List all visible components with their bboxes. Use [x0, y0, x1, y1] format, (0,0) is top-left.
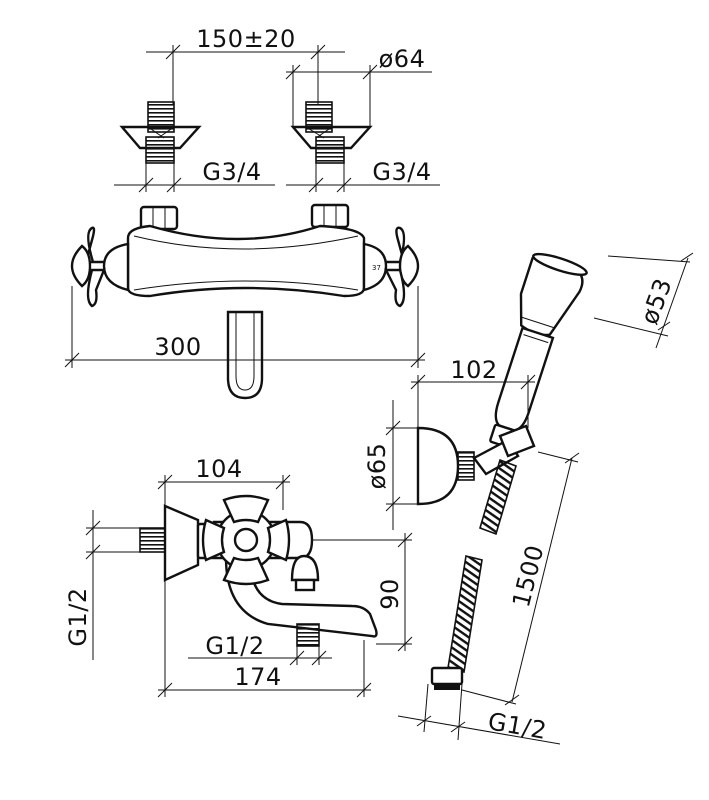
shower-hose-lower [430, 555, 483, 690]
dimension-diameter-64: ø64 [285, 45, 432, 127]
eccentric-connector-right [290, 101, 373, 164]
dimension-inlet-thread: G1/2 [64, 510, 140, 660]
dimension-diameter-65: ø65 [363, 400, 418, 530]
dimension-inlet-thread-label: G1/2 [64, 587, 92, 646]
dimension-diameter-64-label: ø64 [379, 45, 426, 73]
dimension-length-174: 174 [157, 580, 372, 698]
sticker-label: 37 [372, 264, 381, 272]
eccentric-connector-left [119, 101, 202, 164]
dimension-hose-thread: G1/2 [397, 683, 561, 745]
dimension-diameter-53-label: ø53 [635, 275, 677, 328]
dimension-height-90: 90 [312, 532, 413, 652]
dimension-thread-left: G3/4 [114, 158, 275, 193]
dimension-thread-left-label: G3/4 [202, 158, 261, 186]
dimension-width-300-label: 300 [154, 333, 201, 361]
dimension-thread-right-label: G3/4 [372, 158, 431, 186]
dimension-hose-thread-label: G1/2 [486, 707, 549, 745]
dimension-depth-104-label: 104 [195, 455, 242, 483]
dimension-depth-102: 102 [410, 356, 536, 428]
wall-bracket [416, 424, 536, 506]
dimension-height-90-label: 90 [376, 578, 404, 610]
dimension-width-300: 300 [64, 286, 426, 368]
dimension-thread-right: G3/4 [286, 158, 440, 193]
dimension-spout-thread: G1/2 [188, 632, 332, 666]
dimension-spout-thread-label: G1/2 [205, 632, 264, 660]
dimension-depth-104: 104 [157, 455, 291, 510]
dimension-depth-102-label: 102 [450, 356, 497, 384]
dimension-spacing: 150±20 [146, 25, 345, 104]
dimension-diameter-53: ø53 [593, 252, 694, 349]
hand-shower [489, 252, 588, 451]
dimension-length-174-label: 174 [234, 663, 281, 691]
mixer-side-view [139, 494, 378, 647]
mixer-front-view: 37 [70, 203, 420, 400]
shower-hose-upper [479, 458, 517, 536]
dimension-diameter-65-label: ø65 [363, 443, 391, 490]
dimension-spacing-label: 150±20 [196, 25, 295, 53]
